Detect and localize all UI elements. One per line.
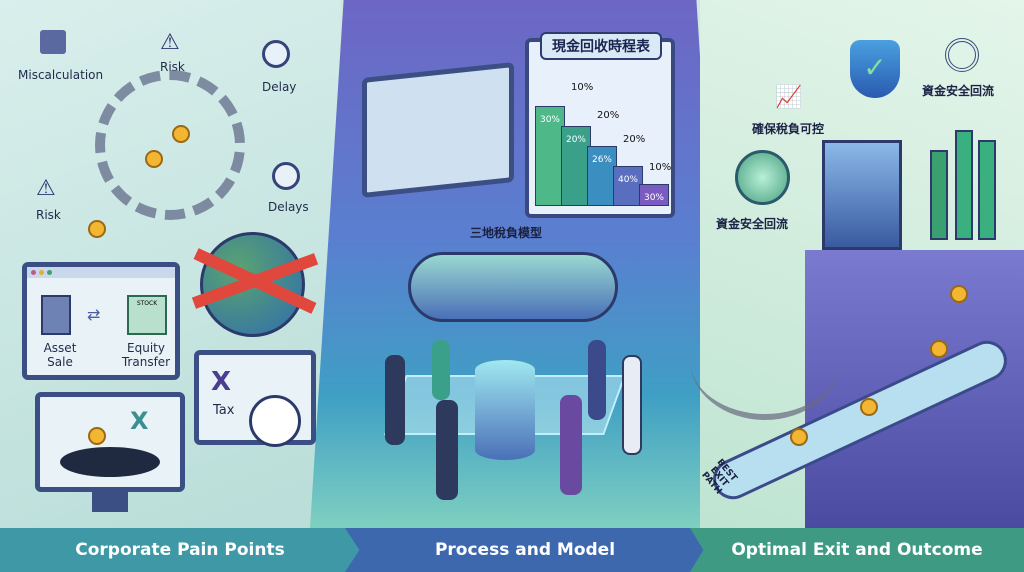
person-figure [432, 340, 450, 400]
step-label: 10% [571, 82, 594, 93]
spreadsheet-illustration [362, 62, 514, 198]
money-loss-window: X [35, 392, 185, 492]
coin-icon [930, 340, 948, 358]
model-title: 三地稅負模型 [470, 226, 543, 240]
x-mark-icon: X [211, 367, 232, 397]
coin-icon [950, 285, 968, 303]
equity-transfer-label: Equity Transfer [121, 341, 171, 369]
hole-icon [60, 447, 160, 477]
coin-icon [790, 428, 808, 446]
hologram-pedestal [475, 360, 535, 460]
radar-icon [735, 150, 790, 205]
bar-3: 26% [587, 146, 617, 206]
asset-sale-label: Asset Sale [43, 341, 77, 369]
melting-clock-icon [249, 395, 301, 447]
step-label: 20% [623, 134, 646, 145]
tax-window: X Tax [194, 350, 316, 447]
growth-bar [978, 140, 996, 240]
shield-check-icon: ✓ [850, 40, 900, 98]
person-figure [560, 395, 582, 495]
building-icon [41, 295, 71, 335]
delays-label: Delays [268, 200, 309, 214]
coin-icon [88, 220, 106, 238]
three-layer-model-illustration [408, 252, 618, 322]
tax-control-label: 確保稅負可控 [752, 122, 825, 136]
banner-optimal-exit: Optimal Exit and Outcome [690, 528, 1024, 572]
growth-bar [955, 130, 973, 240]
warning-icon: ⚠ [36, 176, 56, 201]
miscalculation-label: Miscalculation [18, 68, 104, 82]
delay-label: Delay [262, 80, 297, 94]
dead-tree-illustration [690, 300, 840, 420]
person-figure [436, 400, 458, 500]
x-mark-icon: X [130, 407, 149, 435]
step-label: 20% [597, 110, 620, 121]
coin-stack-icon [88, 427, 106, 445]
banner-process-model: Process and Model [345, 528, 705, 572]
fund-return-label: 資金安全回流 [716, 217, 789, 231]
stock-label: STOCK [136, 300, 158, 307]
transaction-window: ⇄ STOCK Asset Sale Equity Transfer [22, 262, 180, 380]
clock-icon [262, 40, 290, 68]
cash-recovery-chart: 30% 20% 26% 40% 30% 10% 20% 20% 10% [525, 38, 675, 218]
bar-5: 30% [639, 184, 669, 206]
clock-icon [272, 162, 300, 190]
target-icon [945, 38, 979, 72]
person-figure [385, 355, 405, 445]
coin-icon [860, 398, 878, 416]
stock-certificate-icon: STOCK [127, 295, 167, 335]
banner-pain-points: Corporate Pain Points [0, 528, 360, 572]
calculator-icon [40, 30, 66, 54]
person-figure [622, 355, 642, 455]
bar-area: 30% 20% 26% 40% 30% [535, 86, 670, 206]
monitor-stand [92, 492, 128, 512]
person-figure [588, 340, 606, 420]
tax-label: Tax [213, 403, 235, 418]
tangled-gears-illustration [95, 70, 245, 220]
fund-return-label: 資金安全回流 [922, 84, 995, 98]
warning-icon: ⚠ [160, 30, 180, 55]
skyscraper-illustration [822, 140, 902, 250]
growth-chart-icon: 📈 [775, 85, 803, 110]
risk-label: Risk [36, 208, 61, 222]
coin-icon [145, 150, 163, 168]
bar-1: 30% [535, 106, 565, 206]
growth-bar [930, 150, 948, 240]
exchange-arrows-icon: ⇄ [87, 305, 101, 324]
coin-icon [172, 125, 190, 143]
chart-title: 現金回收時程表 [540, 32, 662, 60]
step-label: 10% [649, 162, 672, 173]
